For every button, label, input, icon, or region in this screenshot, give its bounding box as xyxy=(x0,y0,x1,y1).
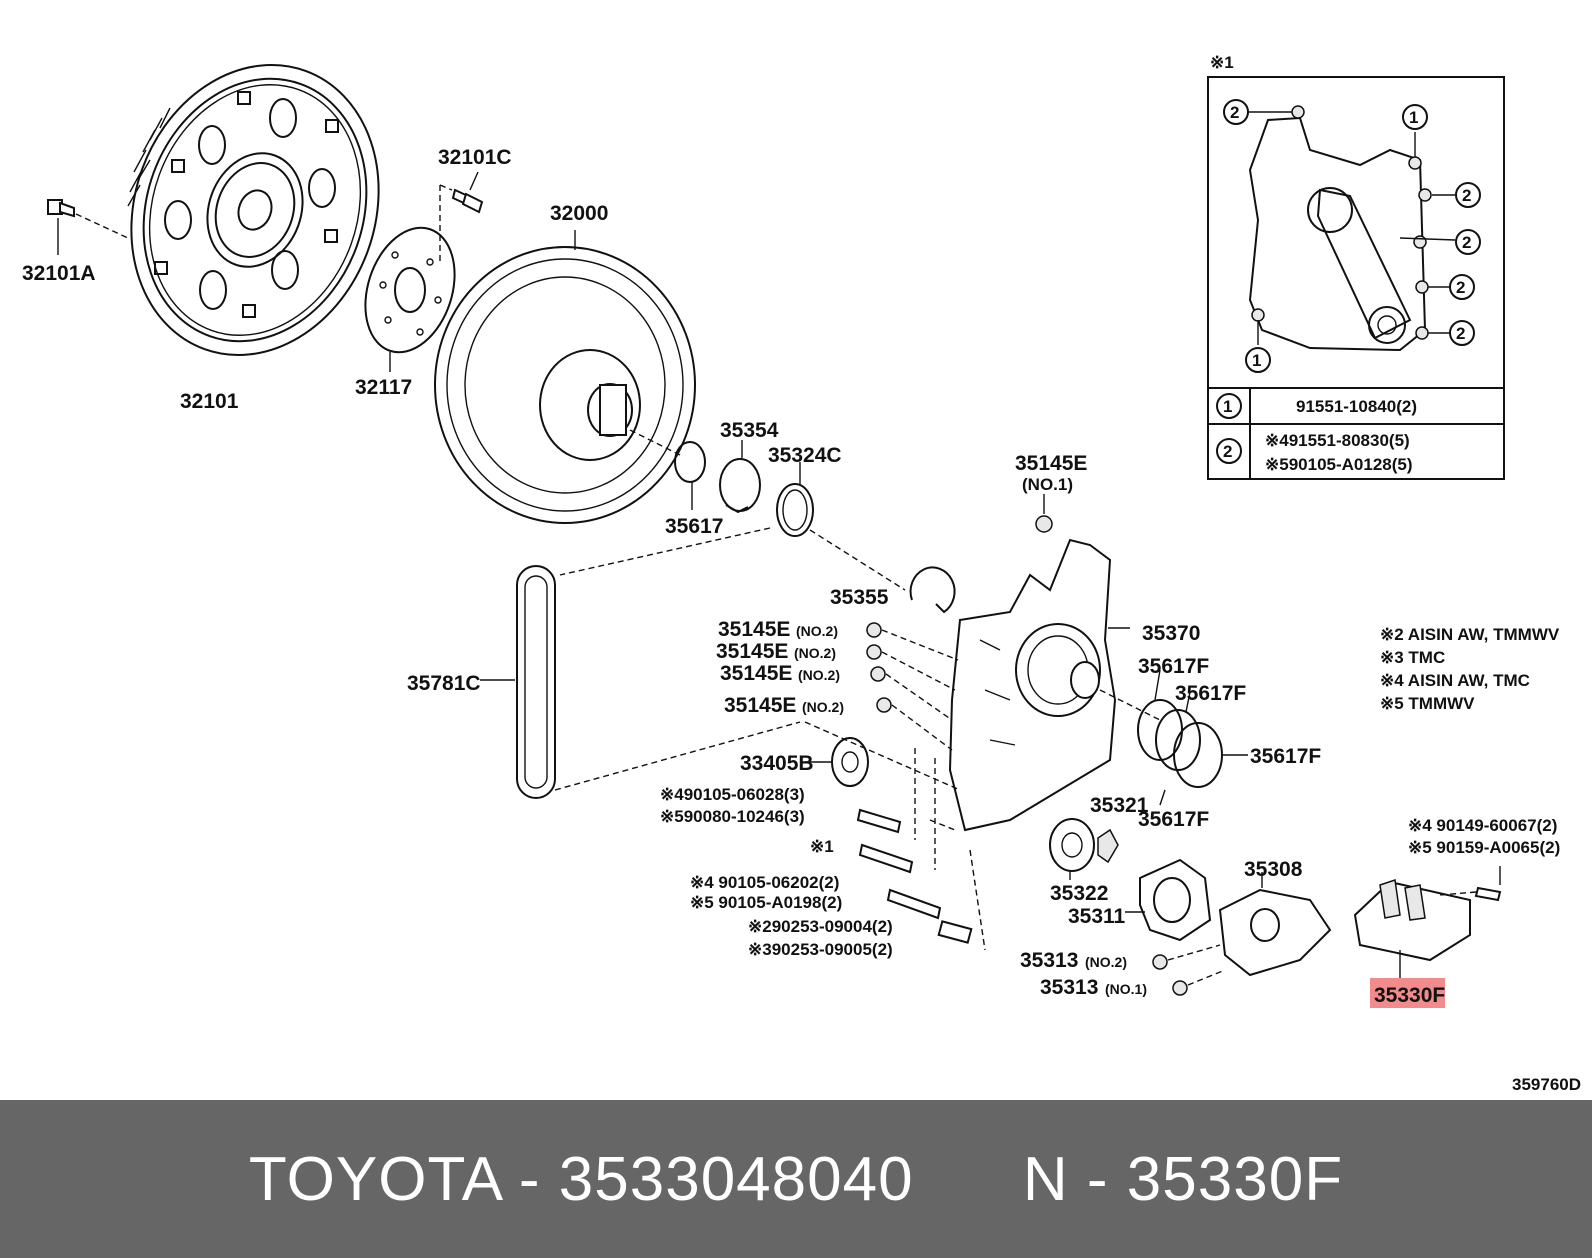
inset-title: ※1 xyxy=(1210,53,1234,72)
ring-35617 xyxy=(674,441,706,510)
label-35617F-a: 35617F xyxy=(1138,655,1209,678)
inset-table: 1 91551-10840(2) 2 ※491551-80830(5) ※590… xyxy=(1216,393,1417,474)
label-35311: 35311 xyxy=(1068,905,1126,928)
torque-converter-32000 xyxy=(434,230,696,524)
label-35355: 35355 xyxy=(830,586,889,609)
label-pin-1: ※290253-09004(2) xyxy=(748,917,893,936)
clip-35355 xyxy=(909,566,956,614)
label-no2-d: (NO.2) xyxy=(802,699,844,715)
label-35324C: 35324C xyxy=(768,444,842,467)
label-filter-bolt-1: ※4 90149-60067(2) xyxy=(1408,816,1557,835)
label-35145E-b: 35145E xyxy=(716,640,788,663)
label-35321: 35321 xyxy=(1090,794,1149,817)
label-35308: 35308 xyxy=(1244,858,1303,881)
footer-bar: TOYOTA - 3533048040 N - 35330F xyxy=(0,1100,1592,1258)
chain-35781C xyxy=(480,565,801,799)
label-35145E-d: 35145E xyxy=(724,694,796,717)
drive-plate-32101 xyxy=(127,63,380,357)
label-32101A: 32101A xyxy=(22,262,96,285)
label-bolt-2: ※590080-10246(3) xyxy=(660,807,805,826)
inset-row-1-marker: 1 xyxy=(1223,397,1232,416)
svg-text:2: 2 xyxy=(1462,233,1471,252)
label-filter-bolt-2: ※5 90159-A0065(2) xyxy=(1408,838,1560,857)
label-35145E-c: 35145E xyxy=(720,662,792,685)
footer-part-number: TOYOTA - 3533048040 N - 35330F xyxy=(248,1144,1344,1214)
note-4: ※5 TMMWV xyxy=(1380,694,1475,713)
label-bolt-3: ※1 xyxy=(810,837,834,856)
bolt-32101A xyxy=(47,199,129,255)
label-bolt-4: ※4 90105-06202(2) xyxy=(690,873,839,892)
inset-row-2-marker: 2 xyxy=(1223,442,1232,461)
notes: ※2 AISIN AW, TMMWV ※3 TMC ※4 AISIN AW, T… xyxy=(1380,625,1560,713)
inset-row-2-part-a: ※491551-80830(5) xyxy=(1265,431,1410,450)
bolt-32101C xyxy=(439,171,484,262)
inset-marker-callouts: 2 1 2 2 2 2 1 xyxy=(1223,99,1481,373)
label-32101C: 32101C xyxy=(438,146,512,169)
bolts-left-group xyxy=(856,748,986,951)
label-32117: 32117 xyxy=(355,376,412,399)
spacer-32117 xyxy=(364,226,456,372)
svg-text:1: 1 xyxy=(1409,108,1418,127)
label-bolt-5: ※5 90105-A0198(2) xyxy=(690,893,842,912)
note-2: ※3 TMC xyxy=(1380,648,1445,667)
inset-row-2-part-b: ※590105-A0128(5) xyxy=(1265,455,1413,474)
exploded-parts-diagram: 32101A 32101 32101C 32117 32000 35354 35… xyxy=(22,53,1581,1094)
gear-33405B xyxy=(804,721,961,791)
svg-text:2: 2 xyxy=(1462,186,1471,205)
label-35617F-d: 35617F xyxy=(1138,808,1209,831)
svg-text:2: 2 xyxy=(1456,324,1465,343)
label-35370: 35370 xyxy=(1142,622,1200,645)
label-32000: 32000 xyxy=(550,202,608,225)
svg-text:2: 2 xyxy=(1456,278,1465,297)
label-no2-a: (NO.2) xyxy=(796,623,838,639)
label-35322: 35322 xyxy=(1050,882,1108,905)
label-35354: 35354 xyxy=(720,419,779,442)
svg-text:1: 1 xyxy=(1252,351,1261,370)
note-3: ※4 AISIN AW, TMC xyxy=(1380,671,1530,690)
label-no1: (NO.1) xyxy=(1022,475,1073,494)
highlight-35330F xyxy=(1370,978,1445,1008)
pump-parts xyxy=(1049,818,1332,996)
seal-rings-35617F xyxy=(1137,669,1248,806)
ring-35354 xyxy=(719,440,761,514)
label-35617F-c: 35617F xyxy=(1250,745,1321,768)
label-35781C: 35781C xyxy=(407,672,481,695)
label-no2-e: (NO.2) xyxy=(1085,954,1127,970)
inset-detail: ※1 2 1 2 2 2 2 1 xyxy=(1207,53,1505,480)
inset-row-1-part: 91551-10840(2) xyxy=(1296,397,1417,416)
case-35370 xyxy=(948,538,1161,832)
label-35617F-b: 35617F xyxy=(1175,682,1246,705)
label-33405B: 33405B xyxy=(740,752,814,775)
label-35145E-a: 35145E xyxy=(718,618,790,641)
label-32101: 32101 xyxy=(180,390,239,413)
label-pin-2: ※390253-09005(2) xyxy=(748,940,893,959)
label-no2-b: (NO.2) xyxy=(794,645,836,661)
label-35145E-no1: 35145E xyxy=(1015,452,1087,475)
label-no2-c: (NO.2) xyxy=(798,667,840,683)
label-no1-b: (NO.1) xyxy=(1105,981,1147,997)
nuts-35145E-no2 xyxy=(866,622,959,751)
nut-35145E-no1 xyxy=(1035,494,1053,533)
strainer-35330F xyxy=(1353,866,1502,978)
label-bolt-1: ※490105-06028(3) xyxy=(660,785,805,804)
note-1: ※2 AISIN AW, TMMWV xyxy=(1380,625,1560,644)
label-35313-no1: 35313 xyxy=(1040,976,1098,999)
ring-35324C xyxy=(559,462,906,591)
diagram-code: 359760D xyxy=(1512,1075,1581,1094)
label-35330F: 35330F xyxy=(1374,984,1445,1007)
label-35617: 35617 xyxy=(665,515,723,538)
label-35313-no2: 35313 xyxy=(1020,949,1078,972)
svg-text:2: 2 xyxy=(1230,103,1239,122)
